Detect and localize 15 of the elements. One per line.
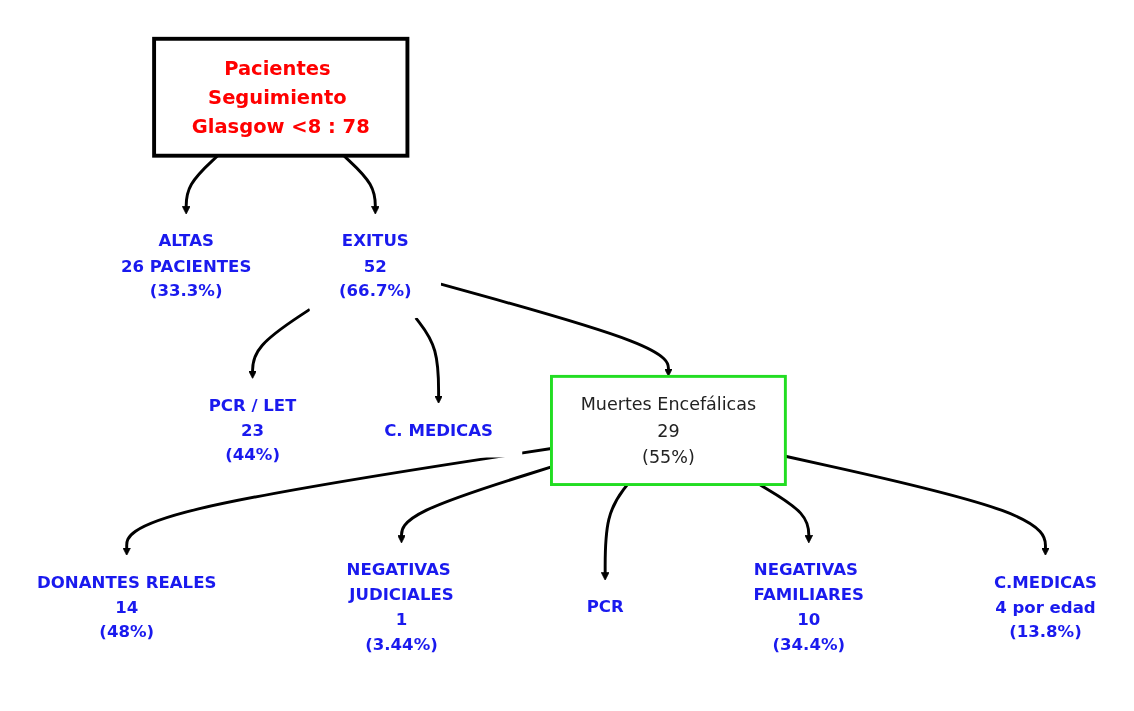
arrow bbox=[248, 308, 311, 380]
node-text: NEGATIVAS JUDICIALES 1 (3.44%) bbox=[346, 559, 454, 654]
node-text: C.MEDICAS 4 por edad (13.8%) bbox=[993, 572, 1097, 642]
node-text: PCR bbox=[586, 597, 624, 617]
arrow bbox=[397, 465, 552, 544]
arrow bbox=[785, 455, 1050, 557]
node-text: DONANTES REALES 14 (48%) bbox=[37, 572, 217, 642]
arrow bbox=[414, 317, 443, 405]
node-box: Pacientes Seguimiento Glasgow <8 : 78 bbox=[152, 37, 410, 158]
node-text: PCR / LET 23 (44%) bbox=[208, 395, 297, 465]
arrow bbox=[122, 447, 552, 557]
node-text: ALTAS 26 PACIENTES (33.3%) bbox=[121, 231, 252, 301]
node-box: Muertes Encefálicas 29 (55%) bbox=[550, 375, 787, 487]
node-text: EXITUS 52 (66.7%) bbox=[339, 231, 412, 301]
node-text: NEGATIVAS FAMILIARES 10 (34.4%) bbox=[753, 559, 864, 654]
